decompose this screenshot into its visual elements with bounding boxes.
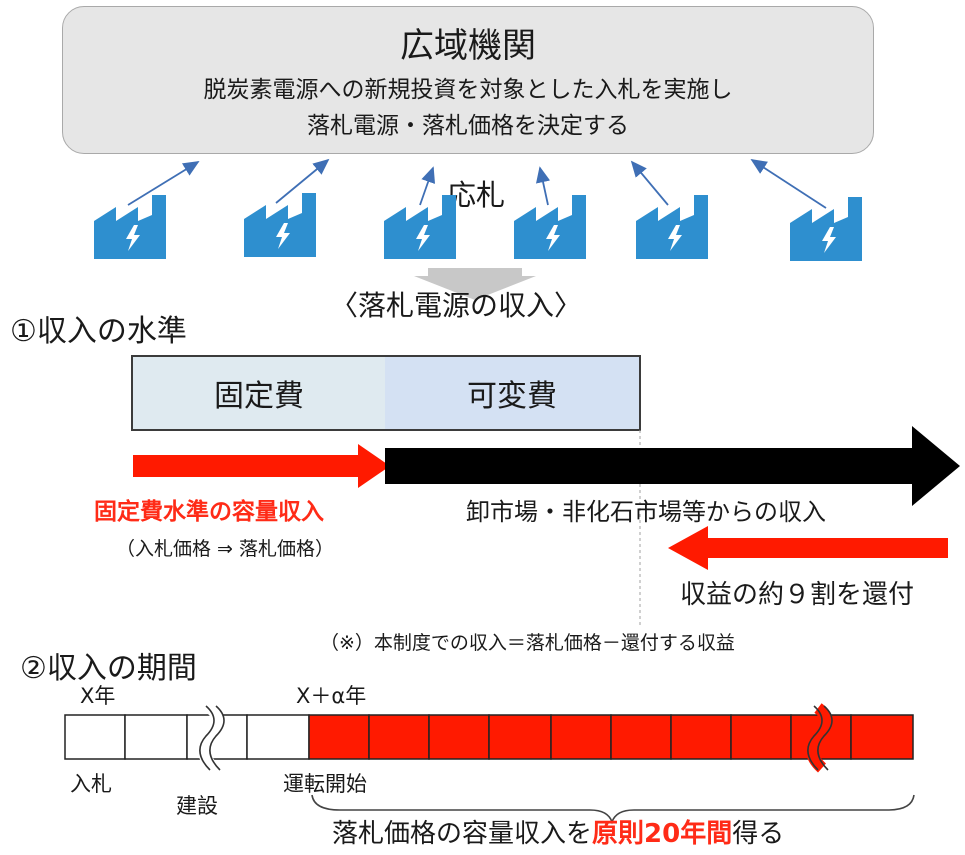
factory-icon: [384, 195, 456, 259]
period-brace: [311, 794, 915, 825]
timeline-cell: [246, 714, 310, 760]
income-period-caption: 落札価格の容量収入を原則20年間得る: [332, 813, 784, 850]
fixed-cost-box: 固定費: [131, 355, 387, 431]
power-plants: [94, 193, 862, 300]
timeline-break-mark-1: [198, 703, 225, 773]
caption-highlight: 原則20年間: [592, 819, 733, 849]
factory-icon: [514, 195, 586, 259]
factory-icon: [244, 193, 316, 257]
capacity-income-arrow: [133, 444, 390, 488]
variable-cost-label: 可変費: [467, 379, 557, 414]
timeline-cell-red: [550, 714, 612, 760]
year-x-alpha-label: X＋α年: [296, 684, 367, 708]
capacity-income-label: 固定費水準の容量収入: [94, 499, 324, 525]
down-arrow-icon: [414, 268, 536, 300]
bid-arrow-1: [127, 161, 200, 206]
organization-box: [62, 6, 874, 154]
timeline: [64, 703, 915, 825]
caption-after: 得る: [732, 819, 785, 849]
bid-arrow-6: [750, 159, 827, 209]
bid-arrow-5: [630, 160, 669, 206]
timeline-cell-red: [670, 714, 732, 760]
bid-arrow-2: [275, 158, 330, 204]
bid-arrow-3: [419, 166, 436, 206]
timeline-cell: [64, 714, 126, 760]
winning-plant-income-heading: 〈落札電源の収入〉: [330, 289, 583, 322]
timeline-cells: [64, 714, 914, 760]
fixed-cost-label: 固定費: [214, 379, 304, 414]
market-income-arrow: [385, 426, 960, 506]
timeline-cell-red: [428, 714, 490, 760]
bid-arrows: [127, 158, 827, 209]
market-income-label: 卸市場・非化石市場等からの収入: [466, 498, 826, 526]
factory-icon: [790, 197, 862, 261]
refund-label: 収益の約９割を還付: [680, 580, 915, 610]
timeline-cell-red: [610, 714, 672, 760]
formula-note: （※）本制度での収入＝落札価格－還付する収益: [320, 632, 735, 654]
caption-before: 落札価格の容量収入を: [332, 819, 593, 849]
income-period-heading: ②収入の期間: [20, 651, 197, 686]
timeline-cell-red: [850, 714, 914, 760]
factory-icon: [94, 195, 166, 259]
year-x-label: X年: [80, 684, 116, 708]
timeline-break-mark-2: [806, 703, 833, 773]
bid-price-note: （入札価格 ⇒ 落札価格）: [116, 538, 334, 560]
bid-event-label: 入札: [70, 772, 112, 796]
refund-arrow: [668, 526, 948, 570]
bid-arrow-4: [536, 166, 551, 206]
timeline-cell-red: [308, 714, 370, 760]
factory-icon: [636, 195, 708, 259]
operation-start-label: 運転開始: [283, 772, 367, 796]
timeline-cell: [124, 714, 188, 760]
organization-description-line1: 脱炭素電源への新規投資を対象とした入札を実施し: [203, 77, 733, 103]
income-level-heading: ①収入の水準: [10, 314, 187, 349]
variable-cost-box: 可変費: [385, 355, 641, 431]
timeline-cell-red: [368, 714, 430, 760]
timeline-cell-red: [730, 714, 792, 760]
organization-title: 広域機関: [400, 26, 536, 66]
construction-event-label: 建設: [176, 794, 218, 818]
income-arrows: [133, 426, 960, 625]
organization-description-line2: 落札電源・落札価格を決定する: [307, 113, 629, 139]
timeline-cell-red: [488, 714, 552, 760]
